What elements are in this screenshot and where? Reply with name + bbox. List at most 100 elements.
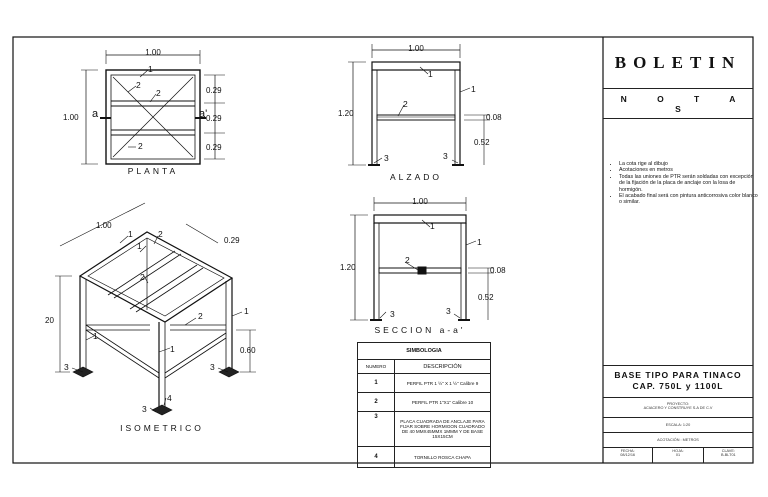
planta-dim-1: 0.29	[206, 86, 222, 95]
alzado-callout-3b: 3	[443, 151, 448, 161]
iso-height-dim: 20	[45, 316, 54, 325]
alzado-width-dim: 1.00	[408, 44, 424, 53]
table-row: 1 PERFIL PTR 1 ½" X 1 ½" Calibre 9	[357, 373, 491, 393]
note-item: La cota rige al dibujo	[619, 161, 759, 167]
seccion-height-dim: 1.20	[340, 263, 356, 272]
symbology-row-number: 1	[357, 373, 395, 393]
alzado-callout-1b: 1	[471, 84, 476, 94]
iso-callout-2b: 2	[140, 272, 145, 282]
scale-cell: ESCALA: 1:20	[603, 418, 753, 433]
iso-callout-2a: 2	[158, 229, 163, 239]
iso-callout-3c: 3	[142, 404, 147, 414]
table-row: 2 PERFIL PTR 1"X1" Calibre 10	[357, 392, 491, 412]
seccion-callout-1b: 1	[477, 237, 482, 247]
title-block: BOLETIN N O T A S La cota rige al dibujo…	[603, 37, 758, 463]
project-title-line-2: CAP. 750L y 1100L	[632, 381, 724, 391]
cut-mark-a: a	[92, 108, 99, 120]
symbology-row-number: 2	[357, 392, 395, 412]
key-cell: CLAVE: B-BLT01	[704, 448, 753, 463]
symbology-row-description: PERFIL PTR 1 ½" X 1 ½" Calibre 9	[394, 373, 491, 393]
notes-heading: N O T A S	[620, 93, 750, 114]
sheet-title: BOLETIN	[614, 52, 742, 72]
key-label: CLAVE:	[721, 449, 735, 453]
meta-row: FECHA: 08/12/16 HOJA: 01 CLAVE: B-BLT01	[603, 448, 753, 463]
owner-label: PROYECTO:	[666, 402, 690, 406]
alzado-dim-1: 0.08	[486, 113, 502, 122]
cut-mark-a-prime: a'	[199, 108, 208, 120]
seccion-dim-1: 0.08	[490, 266, 506, 275]
notes-heading-cell: N O T A S	[603, 89, 753, 119]
project-title-line-1: BASE TIPO PARA TINACO	[614, 370, 742, 380]
alzado-callout-2: 2	[403, 99, 408, 109]
planta-dim-3: 0.29	[206, 143, 222, 152]
units-value: ACOTACIÓN : METROS	[657, 438, 699, 442]
planta-callout-2a: 2	[136, 80, 141, 90]
iso-callout-3a: 3	[64, 362, 69, 372]
seccion-dim-2: 0.52	[478, 293, 494, 302]
symbology-col-description: DESCRIPCIÓN	[394, 359, 491, 374]
alzado-view-label: ALZADO	[389, 172, 443, 182]
project-title-cell: BASE TIPO PARA TINACO CAP. 750L y 1100L	[603, 366, 753, 398]
scale-value: ESCALA: 1:20	[665, 423, 691, 427]
seccion-callout-3a: 3	[390, 309, 395, 319]
alzado-callout-1a: 1	[428, 69, 433, 79]
notes-list: La cota rige al dibujo Acotaciones en me…	[611, 161, 759, 206]
note-item: El acabado final será con pintura antico…	[619, 193, 759, 206]
alzado-height-dim: 1.20	[338, 109, 354, 118]
owner-value: ACIACERO Y CONSTRUYE S.A DE C.V	[643, 406, 713, 410]
iso-depth-dim: 0.29	[224, 236, 240, 245]
iso-view-label: ISOMETRICO	[120, 423, 204, 433]
note-item: Acotaciones en metros	[619, 167, 759, 173]
symbology-table: SIMBOLOGIA NUMERO DESCRIPCIÓN 1 PERFIL P…	[357, 342, 491, 468]
seccion-width-dim: 1.00	[412, 197, 428, 206]
planta-dim-2: 0.29	[206, 114, 222, 123]
seccion-view-label: SECCION a-a'	[374, 325, 466, 335]
units-cell: ACOTACIÓN : METROS	[603, 433, 753, 448]
note-item: Todas las uniones de PTR serán soldadas …	[619, 174, 759, 193]
notes-cell: La cota rige al dibujo Acotaciones en me…	[603, 119, 758, 366]
table-row: 3 PLACA CUADRADA DE ANCLAJE PARA FIJAR S…	[357, 411, 491, 447]
symbology-row-description: PERFIL PTR 1"X1" Calibre 10	[394, 392, 491, 412]
iso-callout-1e: 1	[170, 344, 175, 354]
seccion-callout-3b: 3	[446, 306, 451, 316]
symbology-title: SIMBOLOGIA	[357, 342, 491, 360]
iso-low-dim: 0.60	[240, 346, 256, 355]
iso-callout-1c: 1	[244, 306, 249, 316]
symbology-row-description: PLACA CUADRADA DE ANCLAJE PARA FIJAR SOB…	[394, 411, 491, 447]
planta-width-dim: 1.00	[145, 48, 161, 57]
iso-callout-2c: 2	[198, 311, 203, 321]
planta-height-dim: 1.00	[63, 113, 79, 122]
planta-callout-1: 1	[148, 64, 153, 74]
owner-cell: PROYECTO: ACIACERO Y CONSTRUYE S.A DE C.…	[603, 398, 753, 418]
seccion-callout-2: 2	[405, 255, 410, 265]
symbology-row-number: 4	[357, 446, 395, 468]
alzado-view	[348, 44, 490, 166]
key-value: B-BLT01	[720, 453, 736, 457]
iso-callout-1d: 1	[93, 331, 98, 341]
seccion-view	[350, 197, 494, 321]
iso-width-dim: 1.00	[96, 221, 112, 230]
sheet-value: 01	[675, 453, 681, 457]
sheet-number-cell: HOJA: 01	[653, 448, 704, 463]
iso-callout-3b: 3	[210, 362, 215, 372]
seccion-callout-1a: 1	[430, 221, 435, 231]
symbology-row-number: 3	[357, 411, 395, 447]
alzado-dim-2: 0.52	[474, 138, 490, 147]
planta-callout-2c: 2	[138, 141, 143, 151]
sheet-label: HOJA:	[672, 449, 684, 453]
planta-view-label: PLANTA	[127, 166, 179, 176]
date-value: 08/12/16	[620, 453, 636, 457]
symbology-row-description: TORNILLO ROSCA CHAPA	[394, 446, 491, 468]
symbology-col-number: NUMERO	[357, 359, 395, 374]
planta-view	[81, 50, 225, 165]
table-row: 4 TORNILLO ROSCA CHAPA	[357, 446, 491, 468]
date-cell: FECHA: 08/12/16	[603, 448, 654, 463]
iso-callout-4: 4	[167, 393, 172, 403]
iso-callout-1b: 1	[137, 241, 142, 251]
title-cell: BOLETIN	[603, 37, 753, 89]
isometrico-view	[55, 202, 256, 416]
iso-callout-1a: 1	[128, 229, 133, 239]
date-label: FECHA:	[620, 449, 635, 453]
planta-callout-2b: 2	[156, 88, 161, 98]
